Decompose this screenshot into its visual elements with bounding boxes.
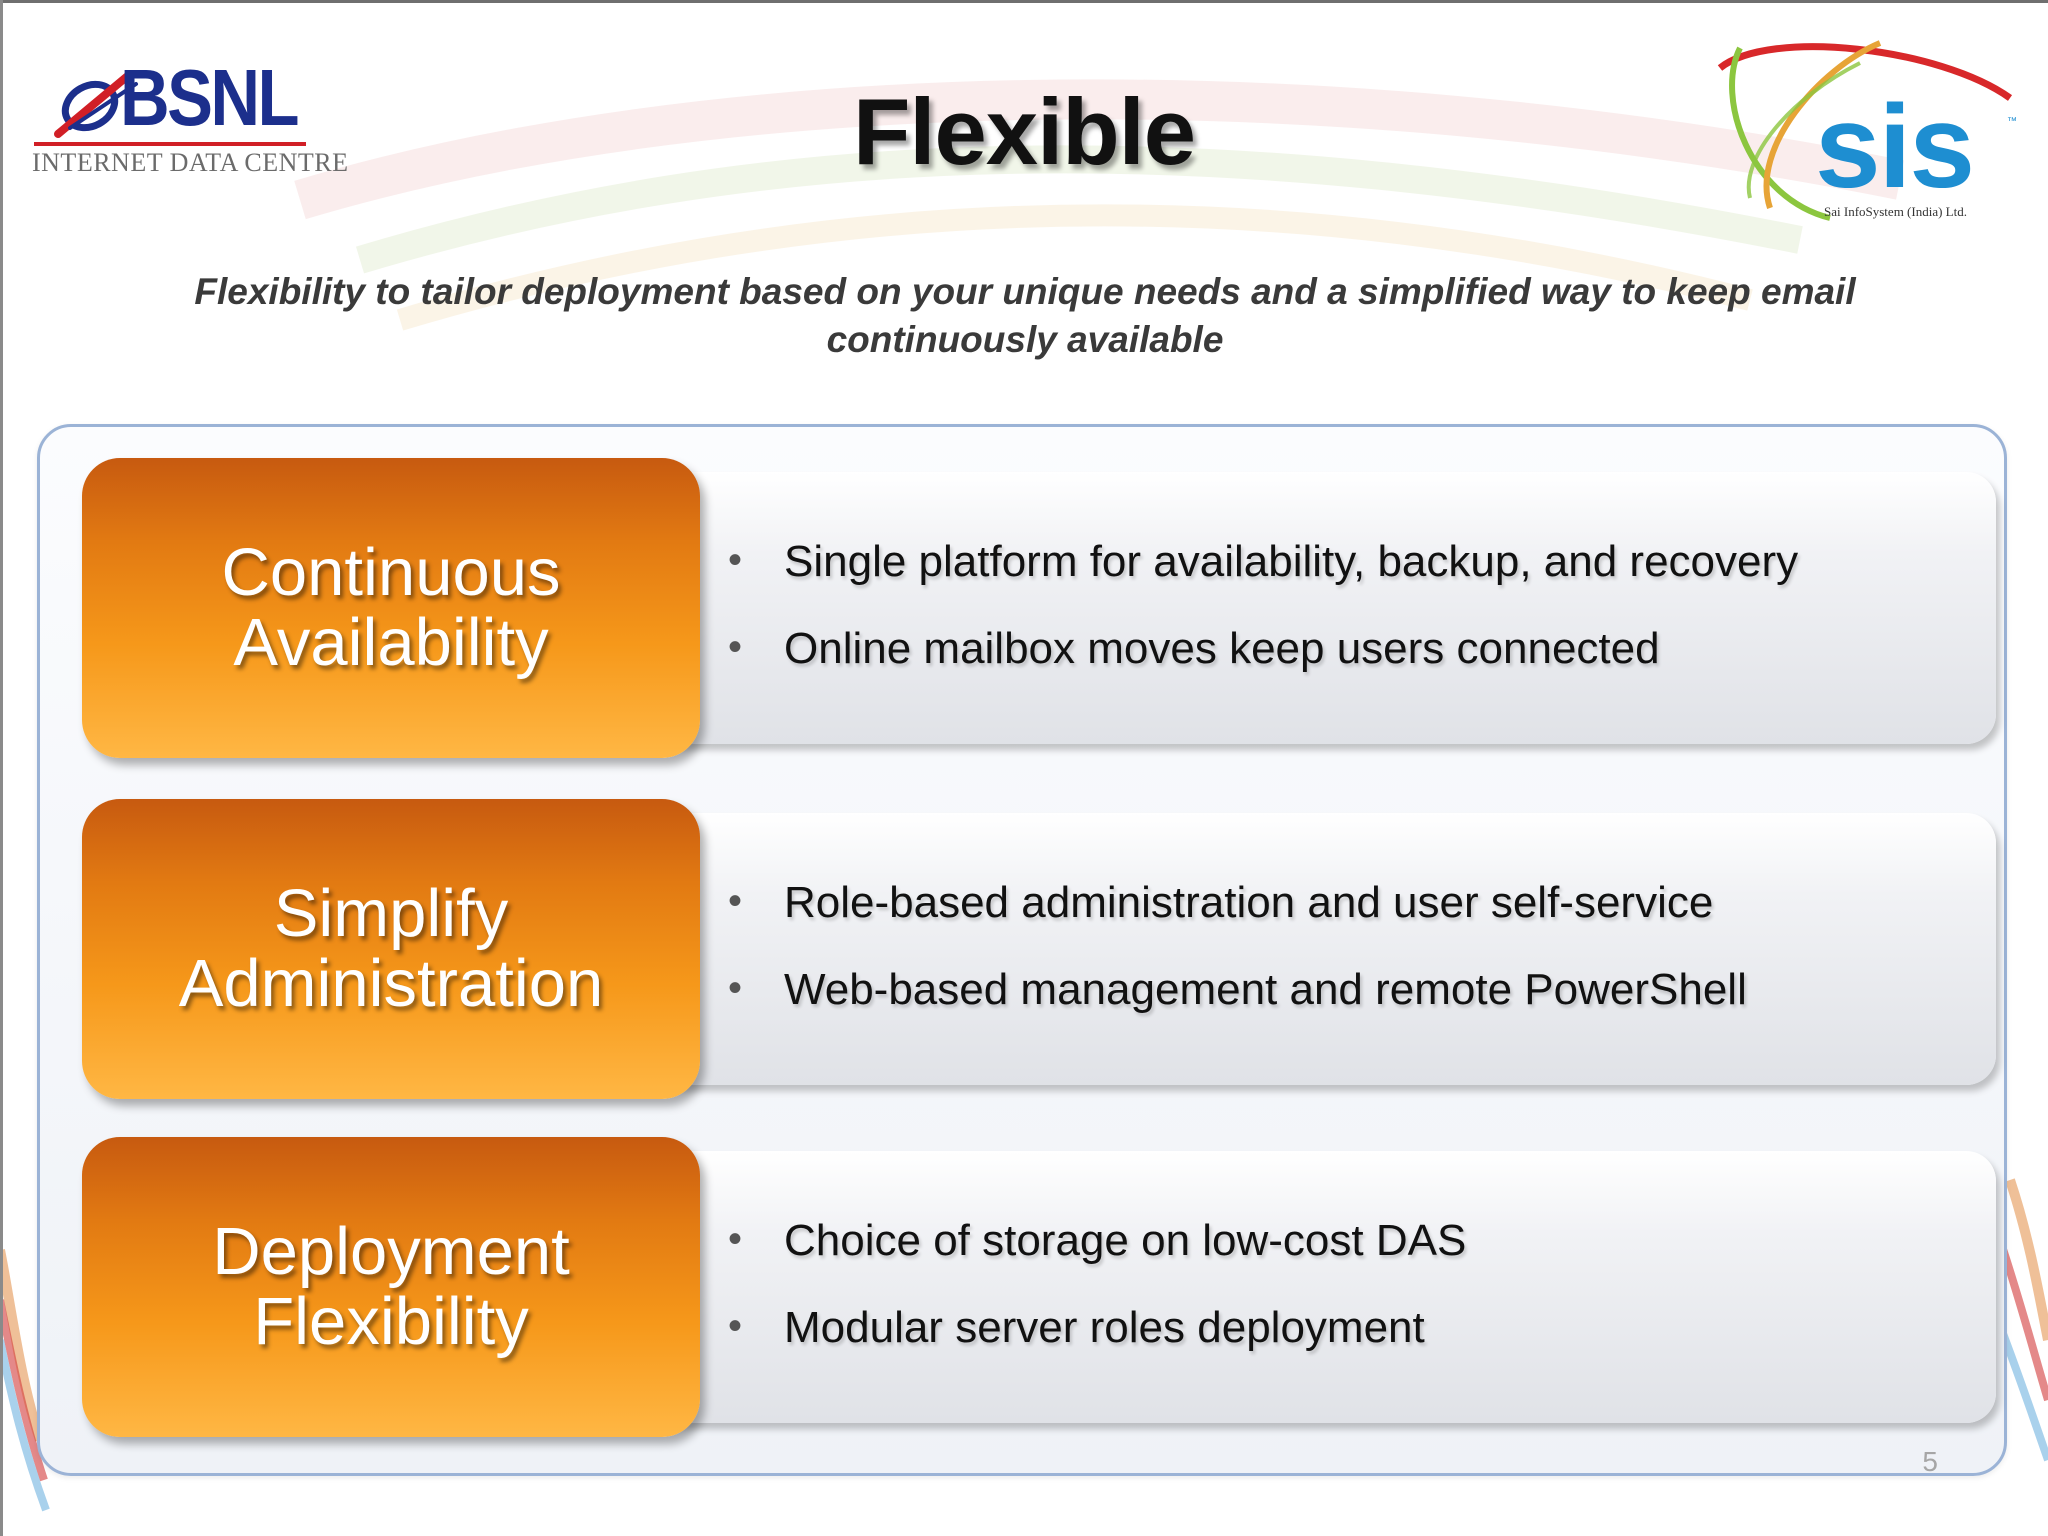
list-item: • Choice of storage on low-cost DAS <box>722 1213 1982 1300</box>
list-item: • Online mailbox moves keep users connec… <box>722 621 1982 708</box>
feature-panel <box>622 1151 1996 1423</box>
sis-logo: sis ™ Sai InfoSystem (India) Ltd. <box>1710 38 2020 228</box>
sis-trademark: ™ <box>2007 116 2017 127</box>
bullet-icon: • <box>728 1217 743 1261</box>
bullet-text: Role-based administration and user self-… <box>784 878 1714 927</box>
frame-left-border <box>0 0 3 1536</box>
bsnl-underline <box>34 142 306 146</box>
slide-subtitle: Flexibility to tailor deployment based o… <box>194 271 1856 360</box>
feature-label-box: Deployment Flexibility <box>82 1137 700 1437</box>
feature-label: Continuous Availability <box>221 535 561 680</box>
slide-title: Flexible <box>852 79 1196 184</box>
sis-subtitle: Sai InfoSystem (India) Ltd. <box>1824 204 1967 219</box>
feature-panel <box>622 813 1996 1085</box>
feature-bullet-list: • Single platform for availability, back… <box>722 534 1982 708</box>
feature-row-continuous-availability: Continuous Availability • Single platfor… <box>82 458 1999 760</box>
bsnl-globe-icon <box>54 70 138 138</box>
bullet-icon: • <box>728 538 743 582</box>
bullet-text: Online mailbox moves keep users connecte… <box>784 624 1660 673</box>
bullet-icon: • <box>728 625 743 669</box>
bullet-text: Web-based management and remote PowerShe… <box>784 965 1747 1014</box>
sis-orbit-icon <box>1717 40 2013 221</box>
bullet-text: Modular server roles deployment <box>784 1303 1425 1352</box>
list-item: • Web-based management and remote PowerS… <box>722 962 1982 1049</box>
bsnl-subtitle: INTERNET DATA CENTRE <box>32 148 349 177</box>
feature-row-simplify-administration: Simplify Administration • Role-based adm… <box>82 799 1999 1101</box>
bullet-text: Single platform for availability, backup… <box>784 537 1799 586</box>
feature-bullet-list: • Role-based administration and user sel… <box>722 875 1982 1049</box>
bullet-text: Choice of storage on low-cost DAS <box>784 1216 1467 1265</box>
feature-label: Deployment Flexibility <box>212 1214 570 1359</box>
feature-label-box: Continuous Availability <box>82 458 700 758</box>
feature-label-box: Simplify Administration <box>82 799 700 1099</box>
feature-label: Simplify Administration <box>178 876 604 1021</box>
list-item: • Role-based administration and user sel… <box>722 875 1982 962</box>
list-item: • Single platform for availability, back… <box>722 534 1982 621</box>
sis-wordmark: sis <box>1815 81 1975 213</box>
list-item: • Modular server roles deployment <box>722 1300 1982 1387</box>
frame-top-border <box>0 0 2048 3</box>
bullet-icon: • <box>728 966 743 1010</box>
bullet-icon: • <box>728 1304 743 1348</box>
feature-row-deployment-flexibility: Deployment Flexibility • Choice of stora… <box>82 1137 1999 1439</box>
bullet-icon: • <box>728 879 743 923</box>
bsnl-wordmark: BSNL <box>120 53 300 142</box>
feature-panel <box>622 472 1996 744</box>
feature-bullet-list: • Choice of storage on low-cost DAS • Mo… <box>722 1213 1982 1387</box>
bsnl-logo: BSNL INTERNET DATA CENTRE <box>32 58 348 182</box>
page-number: 5 <box>1922 1446 1938 1477</box>
